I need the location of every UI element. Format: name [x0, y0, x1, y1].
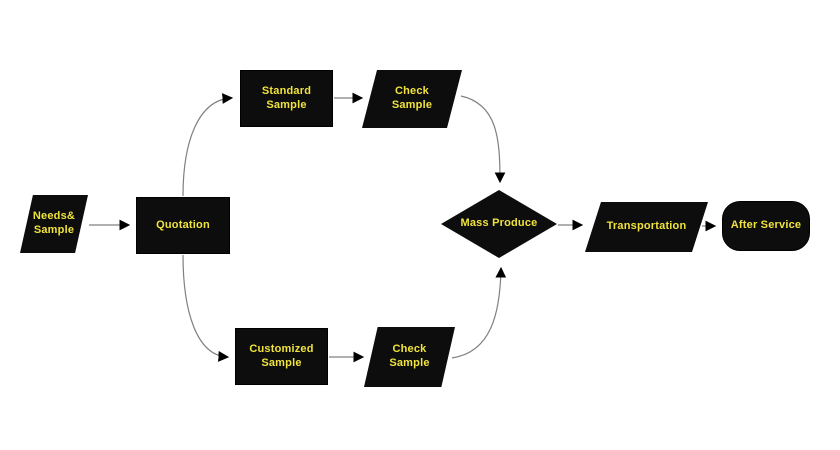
connector-quotation-to-standard [182, 93, 234, 197]
node-check-sample-bottom-label: Check Sample [389, 343, 430, 369]
node-standard-sample-label: Standard Sample [261, 84, 312, 111]
node-transportation: Transportation [585, 202, 708, 252]
node-mass-produce-label: Mass Produce [460, 217, 538, 230]
node-after-service-label: After Service [730, 219, 802, 232]
node-after-service: After Service [722, 201, 810, 251]
node-needs-sample-label: Needs& Sample [32, 210, 76, 236]
node-customized-sample: Customized Sample [235, 328, 328, 385]
connector-checktop-to-massproduce [460, 95, 506, 184]
connector-checkbot-to-massproduce [451, 266, 507, 359]
node-quotation: Quotation [136, 197, 230, 254]
connector-quotation-to-customized [182, 254, 230, 362]
node-mass-produce: Mass Produce [441, 190, 557, 258]
node-check-sample-bottom: Check Sample [364, 327, 455, 387]
node-check-sample-top-label: Check Sample [391, 85, 433, 111]
node-transportation-label: Transportation [606, 220, 687, 233]
node-check-sample-top: Check Sample [362, 70, 462, 128]
node-standard-sample: Standard Sample [240, 70, 333, 127]
node-customized-sample-label: Customized Sample [249, 342, 314, 369]
node-needs-sample: Needs& Sample [20, 195, 88, 253]
node-quotation-label: Quotation [156, 218, 210, 231]
